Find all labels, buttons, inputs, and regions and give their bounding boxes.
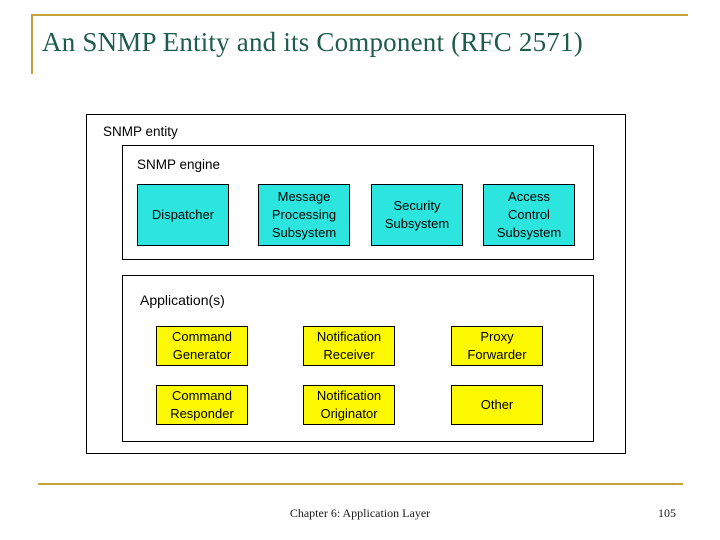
other-box: Other — [451, 385, 543, 425]
page-number: 105 — [658, 506, 676, 520]
command-generator-label: Command Generator — [172, 329, 232, 362]
notification-originator-box: Notification Originator — [303, 385, 395, 425]
access-control-subsystem-box: Access Control Subsystem — [483, 184, 575, 246]
security-subsystem-label: Security Subsystem — [384, 197, 450, 231]
access-control-subsystem-label: Access Control Subsystem — [496, 188, 562, 241]
footer-text: Chapter 6: Application Layer — [289, 506, 431, 520]
notification-receiver-box: Notification Receiver — [303, 326, 395, 366]
security-subsystem-box: Security Subsystem — [371, 184, 463, 246]
title-accent-line-vertical — [31, 14, 33, 74]
proxy-forwarder-box: Proxy Forwarder — [451, 326, 543, 366]
notification-originator-label: Notification Originator — [316, 388, 382, 421]
command-responder-label: Command Responder — [170, 388, 234, 421]
command-responder-box: Command Responder — [156, 385, 248, 425]
dispatcher-label: Dispatcher — [151, 206, 215, 222]
proxy-forwarder-label: Proxy Forwarder — [467, 329, 527, 362]
dispatcher-box: Dispatcher — [137, 184, 229, 246]
notification-receiver-label: Notification Receiver — [316, 329, 382, 362]
command-generator-box: Command Generator — [156, 326, 248, 366]
applications-label: Application(s) — [140, 292, 225, 308]
message-processing-subsystem-label: Message Processing Subsystem — [271, 188, 337, 241]
snmp-engine-label: SNMP engine — [137, 157, 221, 172]
other-label: Other — [480, 397, 514, 413]
message-processing-subsystem-box: Message Processing Subsystem — [258, 184, 350, 246]
snmp-entity-box: SNMP entity SNMP engine Dispatcher Messa… — [86, 114, 626, 454]
applications-box: Application(s) Command Generator Notific… — [122, 275, 594, 442]
snmp-engine-box: SNMP engine Dispatcher Message Processin… — [122, 145, 594, 260]
slide-title: An SNMP Entity and its Component (RFC 25… — [42, 27, 583, 57]
title-accent-line-horizontal — [31, 14, 688, 16]
snmp-entity-label: SNMP entity — [103, 124, 178, 139]
footer-accent-line — [38, 483, 683, 485]
